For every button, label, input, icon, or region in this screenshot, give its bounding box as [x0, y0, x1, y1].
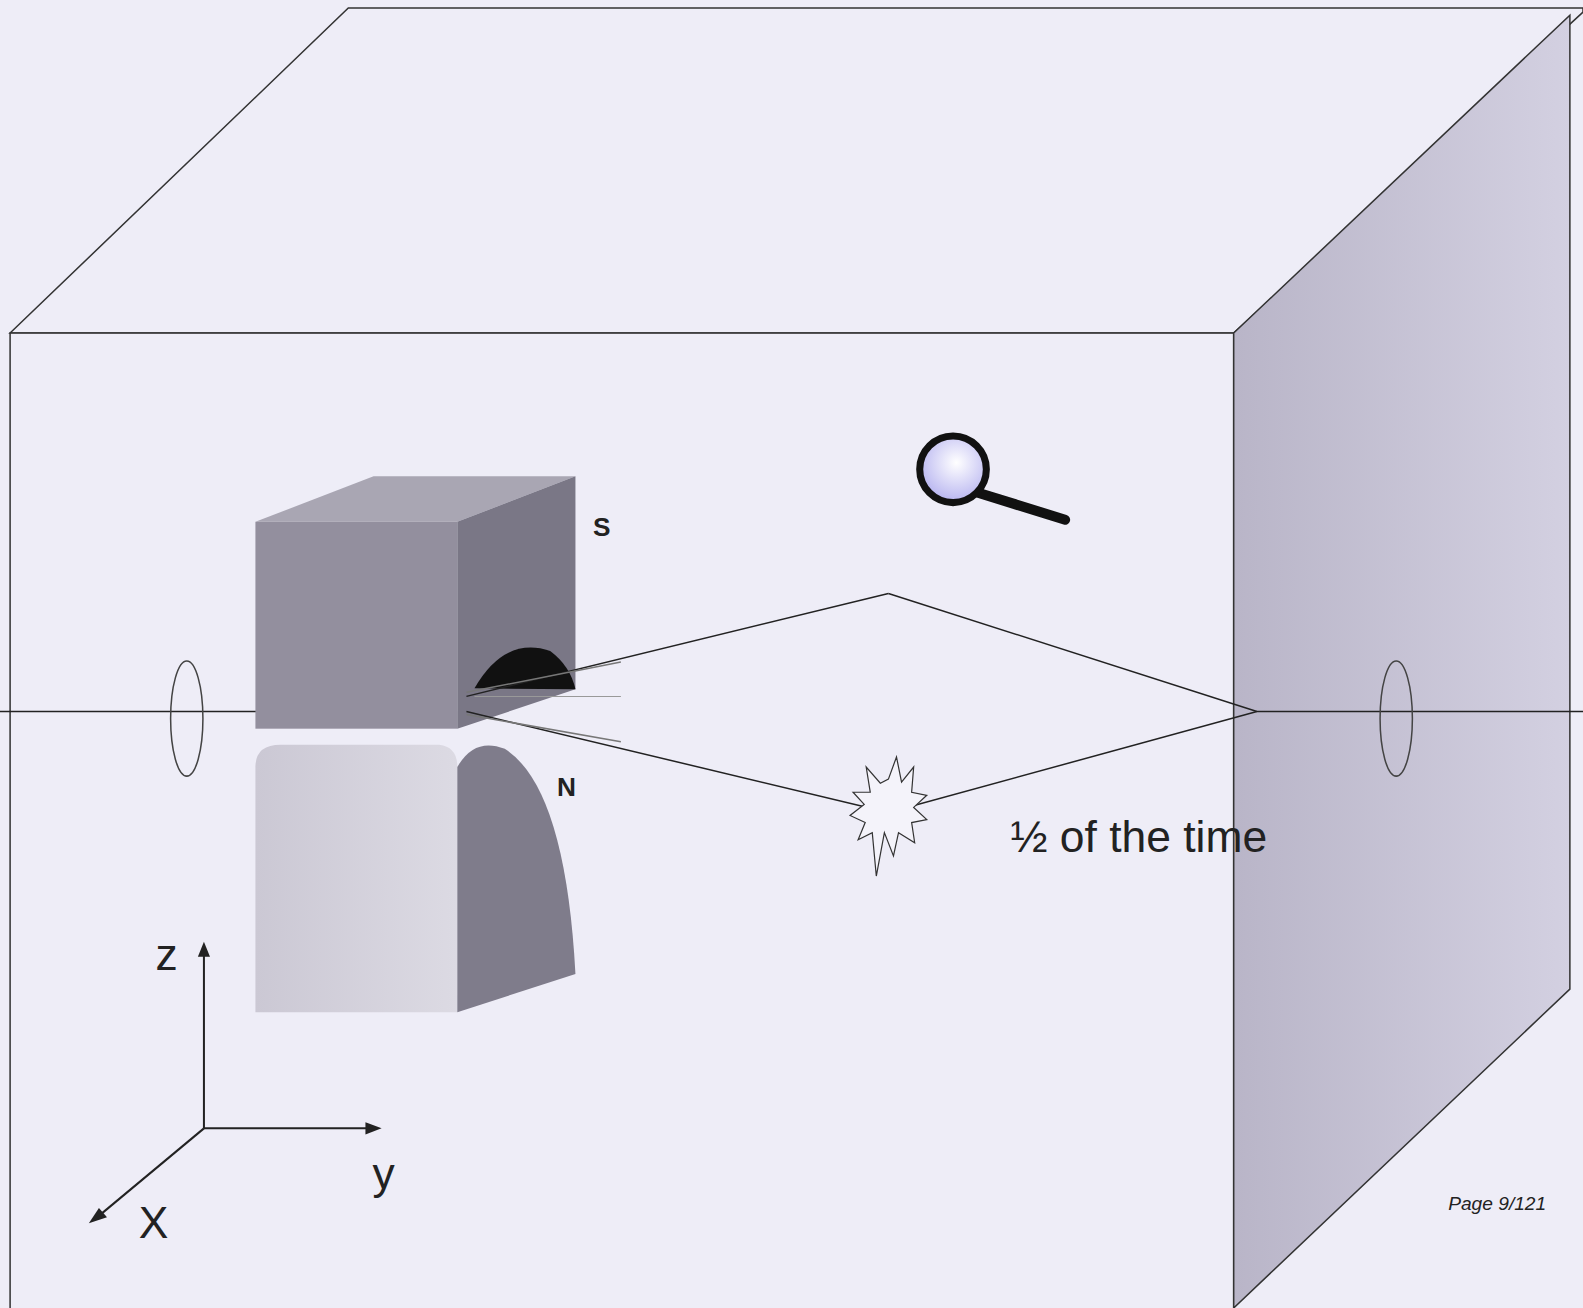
box-right [1234, 15, 1570, 1308]
magnet-side [457, 745, 575, 1012]
beam-ring [1380, 661, 1412, 776]
beam-ring [171, 661, 203, 776]
magnet-notch [474, 648, 575, 690]
axis-label: z [155, 933, 177, 977]
magnifier-icon [920, 436, 1065, 520]
beam-split [466, 593, 1256, 812]
probability-note: ½ of the time [1010, 815, 1267, 859]
magnet-front [255, 745, 457, 1012]
magnet-front [255, 522, 457, 729]
axis-label: y [373, 1152, 395, 1196]
detection-burst [850, 757, 927, 876]
beam-line [0, 711, 257, 713]
page-number: Page 9/121 [1448, 1194, 1546, 1213]
axes [89, 942, 382, 1224]
pole-label: N [557, 774, 576, 800]
beam-line [1257, 711, 1583, 713]
axis-label: X [139, 1201, 169, 1245]
pole-label: S [593, 514, 611, 540]
